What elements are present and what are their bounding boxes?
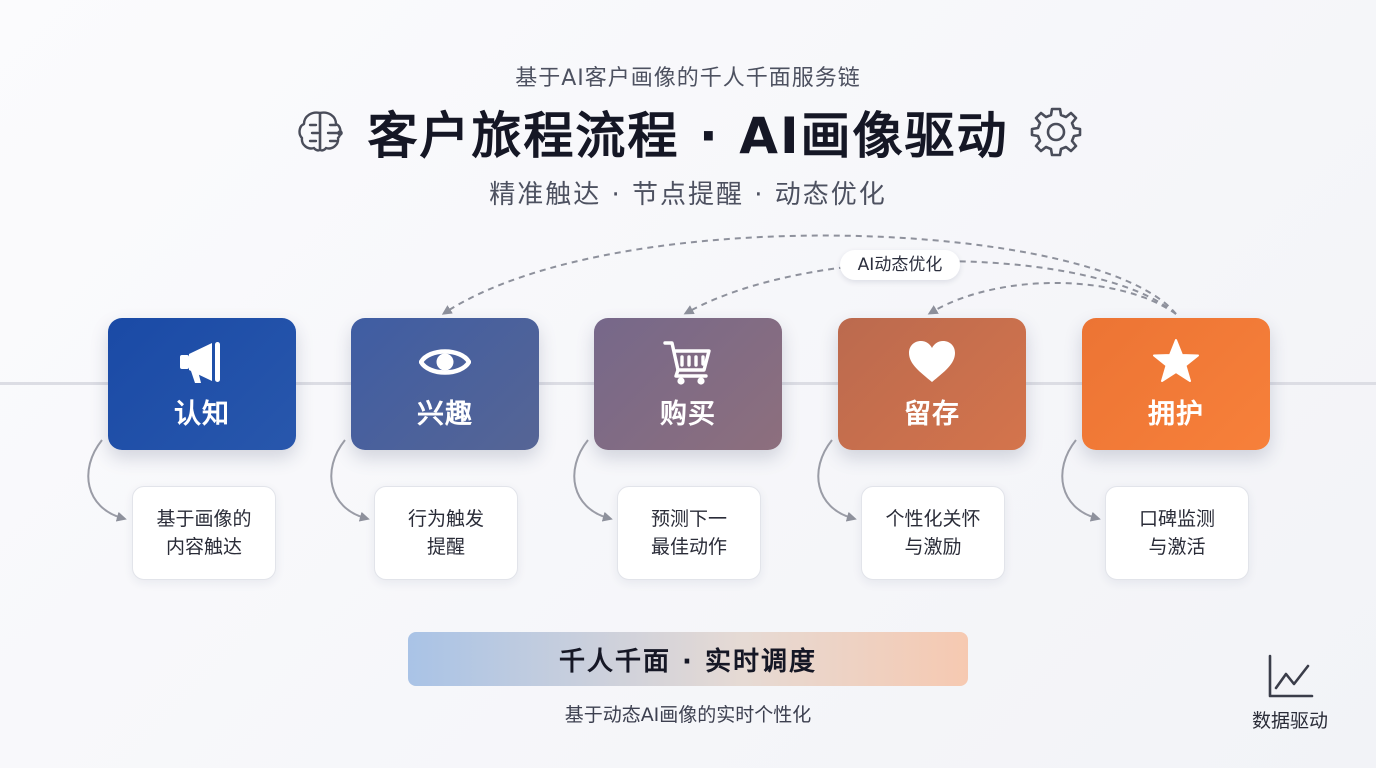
connector-purchase	[573, 439, 613, 522]
stage-advocacy: 拥护	[1082, 318, 1270, 450]
diagram-subtitle: 精准触达 · 节点提醒 · 动态优化	[489, 180, 887, 210]
diagram-title: 客户旅程流程 · AI画像驱动	[367, 107, 1009, 165]
tactic-line: 与激活	[1148, 536, 1206, 558]
tactic-card-advocacy: 口碑监测 与激活	[1105, 486, 1249, 580]
tactic-line: 基于画像的	[156, 508, 252, 530]
stage-awareness: 认知	[108, 318, 296, 450]
tactic-line: 内容触达	[165, 536, 242, 558]
tactic-line: 行为触发	[407, 508, 484, 530]
data-driven-label: 数据驱动	[1251, 710, 1328, 732]
tactic-line: 预测下一	[650, 508, 727, 530]
feedback-arc-purchase	[927, 282, 1177, 315]
tactic-card-awareness: 基于画像的 内容触达	[132, 486, 276, 580]
stage-label-advocacy: 拥护	[1148, 398, 1204, 430]
ai-chip-icon	[298, 111, 343, 152]
connector-awareness	[87, 439, 127, 522]
stage-label-purchase: 购买	[660, 398, 716, 430]
summary-banner: 千人千面 · 实时调度	[408, 632, 968, 686]
star-icon	[1153, 338, 1199, 382]
gear-icon	[1030, 107, 1082, 157]
diagram-kicker: 基于AI客户画像的千人千面服务链	[515, 66, 861, 91]
stage-label-awareness: 认知	[174, 398, 230, 430]
stage-label-interest: 兴趣	[417, 398, 473, 430]
ai-optimization-badge: AI动态优化	[840, 250, 960, 280]
tactic-line: 最佳动作	[650, 536, 727, 558]
tactic-card-purchase: 预测下一 最佳动作	[617, 486, 761, 580]
tactic-line: 与激励	[904, 536, 962, 558]
stage-label-retention: 留存	[904, 398, 960, 430]
summary-banner-title: 千人千面 · 实时调度	[559, 646, 817, 677]
tactic-line: 口碑监测	[1138, 508, 1215, 530]
feedback-arc-awareness	[441, 234, 1177, 315]
line-chart-icon	[1268, 654, 1314, 698]
connector-retention	[817, 439, 857, 522]
cart-icon	[663, 340, 711, 385]
summary-banner-subtitle: 基于动态AI画像的实时个性化	[564, 704, 812, 726]
stage-retention: 留存	[838, 318, 1026, 450]
heart-icon	[909, 340, 955, 382]
connector-interest	[330, 439, 370, 522]
connector-advocacy	[1061, 439, 1101, 522]
stage-purchase: 购买	[594, 318, 782, 450]
tactic-card-interest: 行为触发 提醒	[374, 486, 518, 580]
megaphone-icon	[180, 341, 220, 383]
tactic-card-retention: 个性化关怀 与激励	[861, 486, 1005, 580]
tactic-line: 提醒	[426, 536, 465, 558]
tactic-line: 个性化关怀	[885, 508, 981, 530]
eye-icon	[419, 348, 471, 375]
stage-interest: 兴趣	[351, 318, 539, 450]
